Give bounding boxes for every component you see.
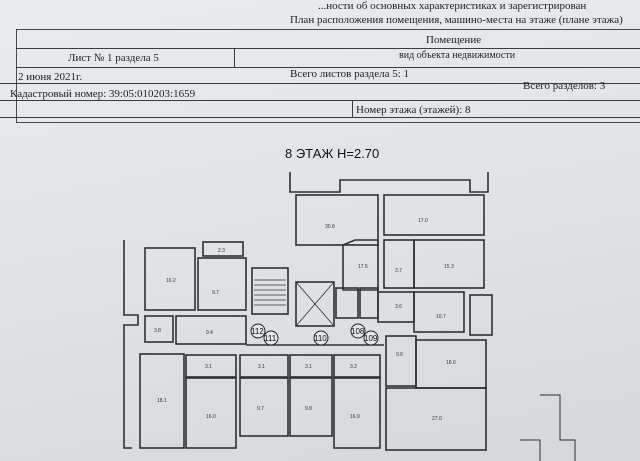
plan-wall bbox=[342, 239, 379, 291]
plan-room bbox=[185, 354, 237, 378]
header-line-2: План расположения помещения, машино-мест… bbox=[290, 14, 623, 26]
svg-text:27.0: 27.0 bbox=[432, 416, 442, 422]
apartment-marker bbox=[263, 330, 279, 346]
divider bbox=[0, 117, 640, 118]
plan-room bbox=[251, 267, 289, 315]
plan-room bbox=[202, 241, 244, 257]
plan-room bbox=[359, 287, 379, 319]
plan-room bbox=[144, 247, 196, 311]
plan-room bbox=[383, 239, 415, 289]
svg-text:2.3: 2.3 bbox=[218, 248, 225, 254]
header-table bbox=[16, 29, 640, 123]
plan-room bbox=[469, 294, 493, 336]
apartment-label: 112 bbox=[251, 327, 264, 336]
apartment-marker bbox=[313, 330, 329, 346]
floor-number: Номер этажа (этажей): 8 bbox=[356, 104, 471, 116]
plan-room bbox=[333, 377, 381, 449]
apartment-marker bbox=[350, 323, 366, 339]
svg-text:3.1: 3.1 bbox=[258, 364, 265, 370]
apartment-marker bbox=[363, 330, 379, 346]
plan-room bbox=[139, 353, 185, 449]
plan-room bbox=[144, 315, 174, 343]
svg-text:3.1: 3.1 bbox=[205, 364, 212, 370]
apartment-label: 110 bbox=[314, 334, 327, 343]
plan-room bbox=[385, 335, 417, 387]
apartment-label: 108 bbox=[351, 327, 365, 336]
plan-room bbox=[335, 287, 359, 319]
plan-title: 8 ЭТАЖ Н=2.70 bbox=[285, 146, 380, 161]
plan-room bbox=[185, 377, 237, 449]
room-label: Помещение bbox=[426, 34, 482, 46]
divider bbox=[234, 48, 235, 67]
svg-text:16.0: 16.0 bbox=[206, 414, 216, 420]
divider bbox=[0, 100, 640, 101]
plan-room bbox=[295, 194, 379, 246]
svg-text:18.0: 18.0 bbox=[446, 360, 456, 366]
plan-room bbox=[385, 387, 487, 451]
plan-room bbox=[333, 354, 381, 378]
sheet-number: Лист № 1 раздела 5 bbox=[68, 52, 159, 64]
svg-text:9.4: 9.4 bbox=[206, 330, 213, 336]
svg-text:17.0: 17.0 bbox=[418, 218, 428, 224]
header-line-1: ...ности об основных характеристиках и з… bbox=[318, 0, 587, 12]
object-type: вид объекта недвижимости bbox=[399, 50, 516, 61]
divider bbox=[352, 100, 353, 117]
svg-text:3.8: 3.8 bbox=[154, 328, 161, 334]
divider bbox=[0, 83, 640, 84]
svg-text:18.1: 18.1 bbox=[157, 398, 167, 404]
plan-room bbox=[289, 377, 333, 437]
plan-room bbox=[175, 315, 247, 345]
svg-text:17.5: 17.5 bbox=[358, 264, 368, 270]
svg-text:9.8: 9.8 bbox=[305, 406, 312, 412]
total-sheets: Всего листов раздела 5: 1 bbox=[290, 68, 410, 80]
plan-wall bbox=[123, 240, 139, 449]
plan-room bbox=[197, 257, 247, 311]
plan-room bbox=[295, 281, 335, 327]
svg-text:9.6: 9.6 bbox=[396, 352, 403, 358]
svg-text:16.9: 16.9 bbox=[350, 414, 360, 420]
plan-wall bbox=[289, 172, 489, 193]
plan-room bbox=[239, 377, 289, 437]
plan-room bbox=[239, 354, 289, 378]
plan-room bbox=[413, 291, 465, 333]
svg-text:3.6: 3.6 bbox=[395, 304, 402, 310]
svg-text:10.7: 10.7 bbox=[436, 314, 446, 320]
divider bbox=[16, 48, 640, 49]
svg-text:30.8: 30.8 bbox=[325, 224, 335, 230]
svg-text:15.3: 15.3 bbox=[444, 264, 454, 270]
cadastral-number: Кадастровый номер: 39:05:010203:1659 bbox=[10, 88, 196, 100]
svg-text:9.7: 9.7 bbox=[212, 290, 219, 296]
plan-room bbox=[289, 354, 333, 378]
svg-text:3.2: 3.2 bbox=[350, 364, 357, 370]
apartment-marker bbox=[250, 323, 266, 339]
svg-text:16.2: 16.2 bbox=[166, 278, 176, 284]
apartment-label: 111 bbox=[264, 334, 277, 343]
total-sections: Всего разделов: 3 bbox=[523, 80, 606, 92]
apartment-label: 109 bbox=[364, 334, 378, 343]
svg-text:3.7: 3.7 bbox=[395, 268, 402, 274]
svg-text:3.1: 3.1 bbox=[305, 364, 312, 370]
plan-room bbox=[413, 239, 485, 289]
plan-room bbox=[383, 194, 485, 236]
svg-text:9.7: 9.7 bbox=[257, 406, 264, 412]
divider bbox=[16, 67, 640, 68]
document-date: 2 июня 2021г. bbox=[18, 71, 83, 83]
